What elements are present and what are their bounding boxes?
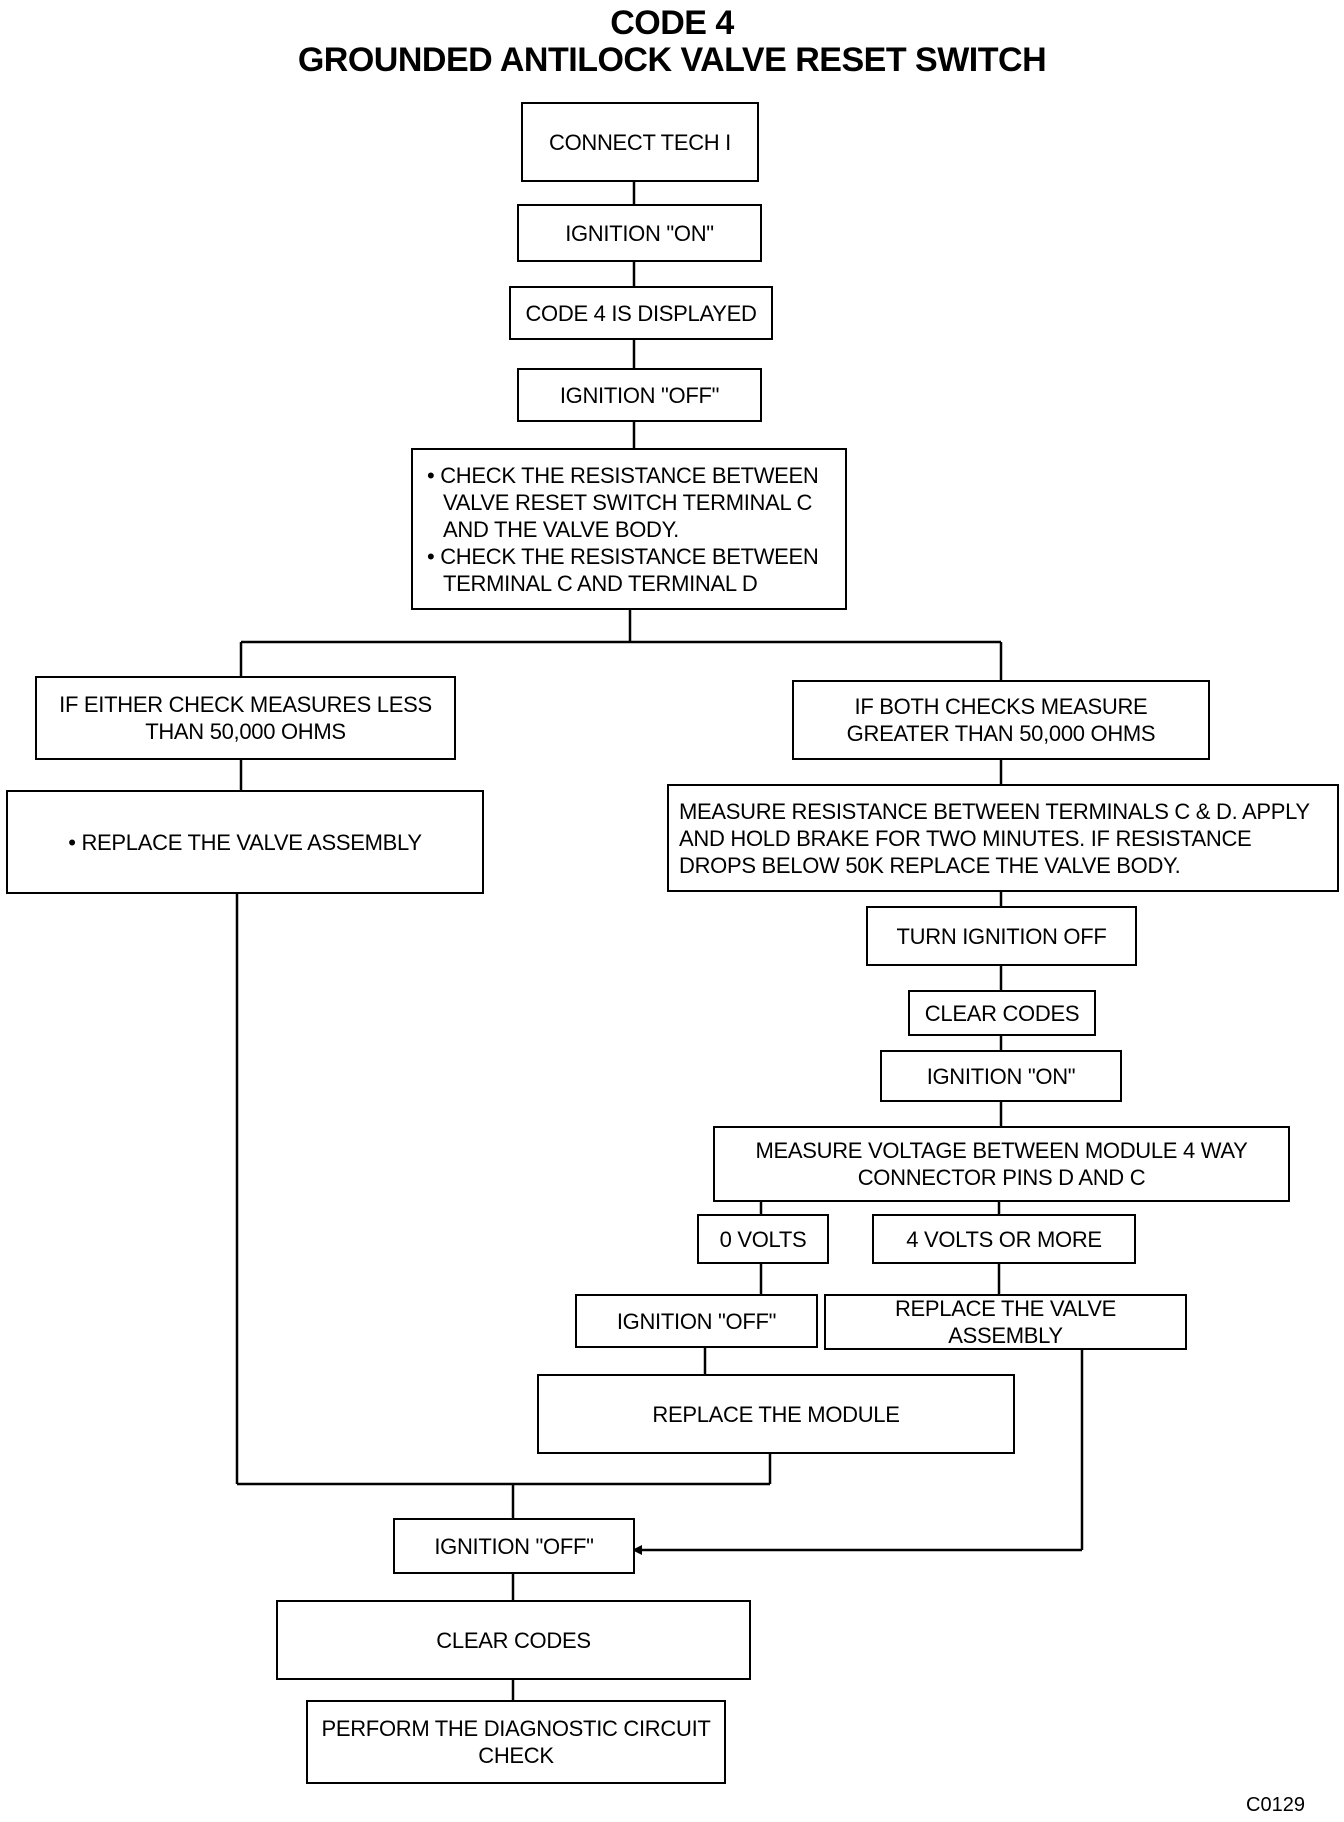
- step-label: • REPLACE THE VALVE ASSEMBLY: [68, 829, 422, 855]
- replace-valve-right-step: REPLACE THE VALVE ASSEMBLY: [824, 1294, 1187, 1350]
- step-label: CLEAR CODES: [924, 1000, 1080, 1026]
- either-less-condition: IF EITHER CHECK MEASURES LESS THAN 50,00…: [35, 676, 456, 760]
- clear-codes-step: CLEAR CODES: [908, 990, 1096, 1036]
- diagram-subtitle: GROUNDED ANTILOCK VALVE RESET SWITCH: [297, 41, 1047, 79]
- check-bullet: • CHECK THE RESISTANCE BETWEEN TERMINAL …: [427, 543, 819, 596]
- arrowhead: [632, 1545, 642, 1555]
- condition-label: 0 VOLTS: [719, 1226, 807, 1252]
- replace-module-step: REPLACE THE MODULE: [537, 1374, 1015, 1454]
- ignition-off-step-2: IGNITION "OFF": [575, 1294, 818, 1348]
- measure-voltage-step: MEASURE VOLTAGE BETWEEN MODULE 4 WAY CON…: [713, 1126, 1290, 1202]
- turn-ignition-off-step: TURN IGNITION OFF: [866, 906, 1137, 966]
- step-label: CODE 4 IS DISPLAYED: [525, 300, 757, 326]
- condition-label: IF BOTH CHECKS MEASURE GREATER THAN 50,0…: [846, 694, 1156, 746]
- step-label: MEASURE VOLTAGE BETWEEN MODULE 4 WAY CON…: [755, 1138, 1248, 1190]
- step-label: REPLACE THE VALVE ASSEMBLY: [894, 1296, 1117, 1348]
- check-bullet: • CHECK THE RESISTANCE BETWEEN VALVE RES…: [427, 462, 819, 542]
- ignition-off-step: IGNITION "OFF": [517, 368, 762, 422]
- step-label: IGNITION "OFF": [434, 1533, 594, 1559]
- step-label: PERFORM THE DIAGNOSTIC CIRCUIT CHECK: [321, 1716, 711, 1768]
- diagram-title: CODE 4: [610, 4, 734, 42]
- resistance-check-step: • CHECK THE RESISTANCE BETWEEN VALVE RES…: [411, 448, 847, 610]
- ignition-on-step-2: IGNITION "ON": [880, 1050, 1122, 1102]
- zero-volts-condition: 0 VOLTS: [697, 1214, 829, 1264]
- step-label: IGNITION "OFF": [559, 382, 720, 408]
- step-label: REPLACE THE MODULE: [652, 1401, 900, 1427]
- condition-label: IF EITHER CHECK MEASURES LESS THAN 50,00…: [59, 692, 432, 744]
- measure-resistance-step: MEASURE RESISTANCE BETWEEN TERMINALS C &…: [667, 784, 1339, 892]
- figure-code: C0129: [1246, 1794, 1305, 1816]
- step-label: IGNITION "OFF": [616, 1308, 777, 1334]
- step-label: MEASURE RESISTANCE BETWEEN TERMINALS C &…: [679, 798, 1310, 878]
- four-volts-condition: 4 VOLTS OR MORE: [872, 1214, 1136, 1264]
- code-displayed-step: CODE 4 IS DISPLAYED: [509, 286, 773, 340]
- step-label: IGNITION "ON": [926, 1063, 1076, 1089]
- connect-tech-step: CONNECT TECH I: [521, 102, 759, 182]
- both-greater-condition: IF BOTH CHECKS MEASURE GREATER THAN 50,0…: [792, 680, 1210, 760]
- step-label: CONNECT TECH I: [548, 129, 731, 155]
- step-label: TURN IGNITION OFF: [896, 923, 1107, 949]
- condition-label: 4 VOLTS OR MORE: [906, 1226, 1102, 1252]
- step-label: CLEAR CODES: [436, 1627, 591, 1653]
- perform-diagnostic-check-step: PERFORM THE DIAGNOSTIC CIRCUIT CHECK: [306, 1700, 726, 1784]
- ignition-off-step-3: IGNITION "OFF": [393, 1518, 635, 1574]
- ignition-on-step: IGNITION "ON": [517, 204, 762, 262]
- step-label: IGNITION "ON": [565, 220, 714, 246]
- clear-codes-step-2: CLEAR CODES: [276, 1600, 751, 1680]
- replace-valve-left-step: • REPLACE THE VALVE ASSEMBLY: [6, 790, 484, 894]
